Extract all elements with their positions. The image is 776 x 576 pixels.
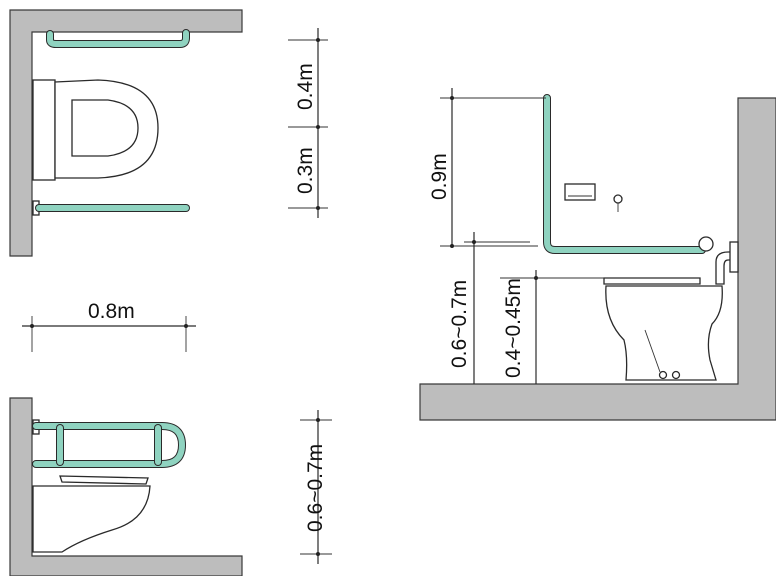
floor-and-wall-elevation	[419, 97, 776, 421]
plan-view-bottom: 0.6~0.7m	[9, 397, 332, 576]
toilet-pipe-flange	[729, 241, 739, 273]
toilet-paper-dispenser	[564, 183, 596, 201]
grab-bar-wall-mount	[698, 236, 714, 252]
label-width: 0.8m	[88, 300, 135, 323]
plan-view-top: 0.4m 0.3m	[9, 9, 328, 257]
toilet-bowl-bottom-plan	[32, 485, 151, 553]
width-dimension: 0.8m	[22, 300, 196, 352]
flush-button	[613, 194, 623, 204]
label-top-lower-spacing: 0.3m	[294, 147, 317, 194]
toilet-seat-side	[603, 277, 701, 285]
wall-top-plan	[9, 9, 243, 257]
toilet-bolt-2	[671, 370, 681, 380]
label-rail-height: 0.9m	[428, 153, 451, 200]
toilet-bolt-1	[658, 370, 668, 380]
grab-bar-back-wall	[47, 30, 189, 47]
label-seat-height: 0.4~0.45m	[502, 278, 525, 378]
toilet-tank-top-plan	[32, 79, 56, 181]
label-bar-height: 0.6~0.7m	[448, 280, 471, 368]
l-shaped-grab-bar	[544, 95, 705, 253]
toilet-seat-bottom-plan	[59, 475, 149, 485]
wall-bottom-plan	[9, 397, 243, 576]
side-elevation: 0.9m 0.6~0.7m 0.4~0.45m	[419, 88, 776, 421]
folding-grab-bar	[33, 423, 185, 467]
toilet-bowl-side	[605, 285, 723, 381]
label-bottom-spacing: 0.6~0.7m	[304, 444, 327, 532]
label-top-upper-spacing: 0.4m	[294, 63, 317, 110]
toilet-seat-opening	[71, 99, 139, 157]
